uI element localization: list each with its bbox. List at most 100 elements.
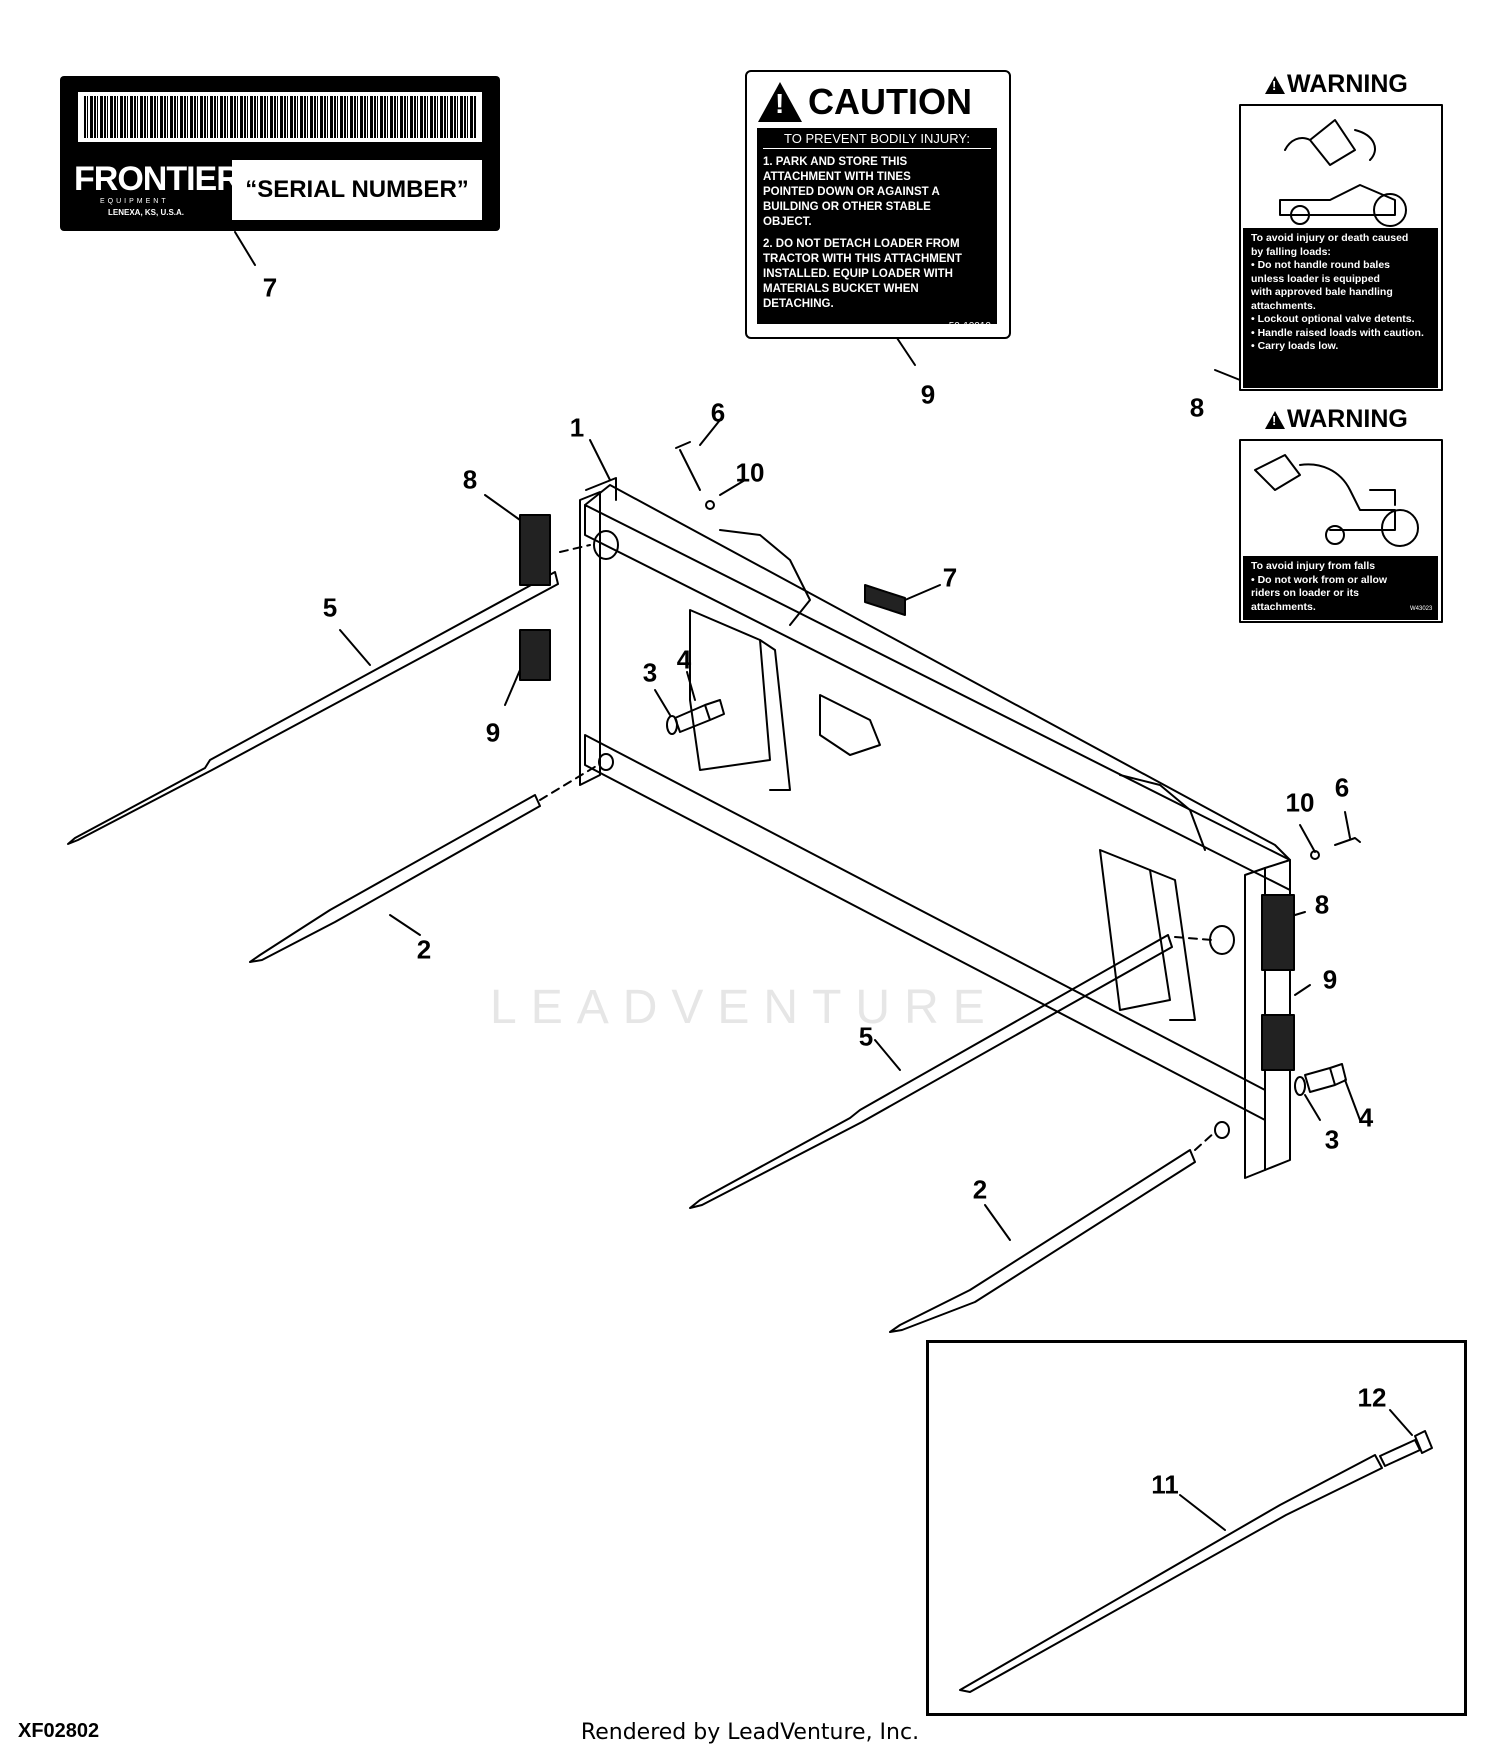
callout-6-right: 6 xyxy=(1334,772,1350,803)
warning-2-wheel xyxy=(1381,509,1419,547)
frame-lower-beam xyxy=(584,734,1266,1121)
barcode xyxy=(78,92,482,142)
footer-credit: Rendered by LeadVenture, Inc. xyxy=(580,1720,920,1745)
leader-2-right xyxy=(984,1204,1011,1241)
frame-hook-right xyxy=(1119,774,1206,851)
callout-9-right: 9 xyxy=(1322,964,1338,995)
socket-upper-left xyxy=(593,530,619,560)
leader-5-right xyxy=(874,1039,901,1071)
washer-right xyxy=(1294,1076,1306,1096)
frame-right-plate xyxy=(1264,859,1291,1171)
leader-4-left xyxy=(686,671,696,701)
frame-bracket-left-b xyxy=(759,639,791,791)
inset-tine xyxy=(959,1454,1383,1693)
callout-5-left: 5 xyxy=(322,592,338,623)
caution-triangle-icon xyxy=(758,82,802,122)
callout-8-left: 8 xyxy=(462,464,478,495)
watermark: LEADVENTURE xyxy=(490,981,999,1034)
warning-triangle-icon xyxy=(1265,75,1285,94)
figure-id: XF02802 xyxy=(18,1720,100,1742)
serial-number-text: “SERIAL NUMBER” xyxy=(232,160,482,220)
tine-long-left xyxy=(67,571,559,845)
warning-2-frame xyxy=(1239,439,1443,623)
warning-triangle-icon xyxy=(1265,410,1285,429)
inset-nut xyxy=(1414,1430,1433,1454)
callout-9-caution: 9 xyxy=(920,379,936,410)
frame-left-plate xyxy=(585,477,617,501)
tine-long-right xyxy=(689,934,1173,1209)
frame-left-upright xyxy=(579,491,601,786)
frontier-location: LENEXA, KS, U.S.A. xyxy=(108,208,185,217)
leader-1 xyxy=(589,439,611,481)
tine-short-right xyxy=(889,1149,1196,1333)
pin-right xyxy=(1334,837,1361,846)
callout-10-right: 10 xyxy=(1285,787,1315,818)
leader-2-left xyxy=(389,914,421,936)
frame-upper-beam-top xyxy=(584,484,1291,861)
warning-1-wheel xyxy=(1373,193,1407,227)
socket-lower-left xyxy=(598,753,614,771)
warning-1-title: WARNING xyxy=(1287,70,1408,98)
decal-patch-8-left xyxy=(519,514,551,586)
caution-code: 50-10010 xyxy=(948,321,991,332)
callout-2-left: 2 xyxy=(416,934,432,965)
warning-2-pictogram xyxy=(1254,454,1396,531)
insert-line-left xyxy=(539,544,599,801)
callout-7-label: 7 xyxy=(262,272,278,303)
bolt-left xyxy=(674,699,725,733)
leader-10-right xyxy=(1299,824,1316,853)
leader-8-right xyxy=(1294,911,1306,916)
leader-6-right xyxy=(1344,811,1351,839)
warning-2-code: W43023 xyxy=(1410,606,1433,612)
leader-12-inset xyxy=(1389,1409,1413,1436)
callout-1: 1 xyxy=(569,412,585,443)
caution-heading: CAUTION xyxy=(758,78,998,126)
callout-2-right: 2 xyxy=(972,1174,988,1205)
warning-2-wheel-small xyxy=(1325,525,1345,545)
warning-1-heading: WARNING xyxy=(1265,70,1408,99)
callout-7-mid: 7 xyxy=(942,562,958,593)
warning-2-text: To avoid injury from falls • Do not work… xyxy=(1243,556,1438,620)
decal-patch-9-left xyxy=(519,629,551,681)
leader-6-left xyxy=(699,419,721,446)
frame-hook-left xyxy=(719,529,811,626)
leader-9-caution xyxy=(894,334,916,366)
callout-4-right: 4 xyxy=(1358,1102,1374,1133)
leader-8-left xyxy=(484,494,521,521)
caution-body: TO PREVENT BODILY INJURY: 1. PARK AND ST… xyxy=(757,128,997,332)
socket-upper-right xyxy=(1209,925,1235,955)
leader-4-right xyxy=(1344,1079,1361,1121)
caution-title: CAUTION xyxy=(808,81,972,122)
frame-latch xyxy=(819,694,881,756)
leader-3-left xyxy=(654,689,671,716)
warning-1-text: To avoid injury or death caused by falli… xyxy=(1243,228,1438,388)
warning-2-title: WARNING xyxy=(1287,405,1408,433)
socket-lower-right xyxy=(1214,1121,1230,1139)
frame-bracket-left xyxy=(689,609,771,771)
leader-8-warning xyxy=(1214,369,1241,381)
decal-patch-9-right xyxy=(1261,1014,1295,1071)
clip-top xyxy=(705,500,715,510)
caution-item-2: 2. DO NOT DETACH LOADER FROM TRACTOR WIT… xyxy=(763,238,962,310)
bolt-right xyxy=(1304,1063,1347,1093)
callout-8-right: 8 xyxy=(1314,889,1330,920)
callout-9-left: 9 xyxy=(485,717,501,748)
frontier-logo: FRONTIER xyxy=(74,160,241,198)
washer-left xyxy=(666,715,678,735)
frame-bracket-right-b xyxy=(1149,869,1196,1021)
callout-3-right: 3 xyxy=(1324,1124,1340,1155)
leader-9-right xyxy=(1294,984,1311,996)
warning-2-heading: WARNING xyxy=(1265,405,1408,434)
leader-9-left xyxy=(504,669,521,706)
leader-7-label xyxy=(234,231,256,266)
pin-top xyxy=(675,441,701,491)
frame-bracket-right xyxy=(1099,849,1171,1011)
caution-header: TO PREVENT BODILY INJURY: xyxy=(763,131,991,149)
warning-1-frame xyxy=(1239,104,1443,391)
decal-patch-8-right xyxy=(1261,894,1295,971)
callout-10-left: 10 xyxy=(735,457,765,488)
decal-patch-7-mid xyxy=(864,584,906,616)
frontier-logo-sub: EQUIPMENT xyxy=(100,198,169,205)
insert-line-right xyxy=(1174,936,1216,1151)
